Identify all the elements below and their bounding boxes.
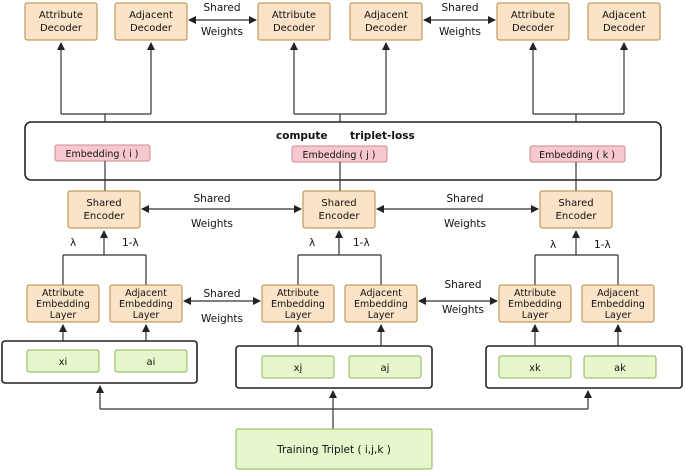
embedding-k	[529, 145, 626, 163]
input-ai	[114, 349, 188, 373]
input-ak-label: ak	[614, 363, 626, 374]
input-xj-label: xj	[294, 363, 303, 374]
training-triplet-box	[235, 428, 433, 470]
adj-emb-i-l2: Embedding	[119, 299, 173, 310]
attribute-decoder-j-label-1: Attribute	[272, 10, 316, 21]
attribute-embedding-layer-k	[498, 284, 572, 323]
shared-encoder-i-label-2: Encoder	[84, 211, 126, 222]
adj-emb-j-l3: Layer	[368, 310, 395, 321]
shared-encoder-k-label-1: Shared	[558, 198, 593, 209]
decoder-weights-label-1: Weights	[201, 26, 243, 38]
embedding-j-label: Embedding ( j )	[303, 150, 376, 161]
embedding-i	[54, 144, 151, 162]
input-xi	[26, 349, 100, 373]
embedding-i-label: Embedding ( i )	[66, 149, 139, 160]
attr-emb-k-l2: Embedding	[508, 299, 562, 310]
attr-emb-j-l1: Attribute	[277, 288, 319, 299]
embedding-weights-label-1: Weights	[201, 313, 243, 325]
adjacent-decoder-j-label-2: Decoder	[365, 23, 408, 34]
attr-emb-k-l3: Layer	[522, 310, 549, 321]
one-minus-lambda-i: 1-λ	[122, 237, 139, 249]
attribute-decoder-i-label-2: Decoder	[40, 23, 83, 34]
attr-emb-i-l3: Layer	[50, 310, 77, 321]
input-xk	[498, 355, 572, 379]
decoder-weights-label-2: Weights	[439, 26, 481, 38]
compute-label: compute	[276, 130, 328, 142]
attr-emb-k-l1: Attribute	[514, 288, 556, 299]
adj-emb-k-l3: Layer	[605, 310, 632, 321]
adjacent-decoder-i-label-1: Adjacent	[129, 10, 173, 21]
shared-encoder-k	[539, 190, 613, 229]
attr-emb-j-l2: Embedding	[271, 299, 325, 310]
decoder-row: Attribute Decoder Adjacent Decoder Attri…	[24, 2, 661, 41]
embedding-k-label: Embedding ( k )	[539, 150, 615, 161]
attribute-embedding-layer-j	[261, 284, 335, 323]
attribute-decoder-k-label-2: Decoder	[512, 23, 555, 34]
embedding-layer-row: Attribute Embedding Layer Adjacent Embed…	[26, 284, 655, 323]
attr-emb-i-l1: Attribute	[42, 288, 84, 299]
adjacent-embedding-layer-k	[581, 284, 655, 323]
adj-emb-j-l1: Adjacent	[360, 288, 402, 299]
attribute-decoder-j-label-2: Decoder	[273, 23, 316, 34]
input-xi-label: xi	[59, 357, 68, 368]
input-aj-label: aj	[381, 363, 390, 374]
triplet-loss-label: triplet-loss	[350, 130, 415, 142]
shared-encoder-j	[302, 190, 376, 229]
shared-encoder-i	[67, 190, 141, 229]
one-minus-lambda-k: 1-λ	[594, 239, 611, 251]
attr-emb-j-l3: Layer	[285, 310, 312, 321]
adjacent-decoder-i-label-2: Decoder	[130, 23, 173, 34]
training-triplet-label: Training Triplet ( i,j,k )	[276, 444, 391, 456]
encoder-shared-label-2: Shared	[447, 193, 484, 205]
embedding-weights-label-2: Weights	[442, 304, 484, 316]
adj-emb-i-l1: Adjacent	[125, 288, 167, 299]
encoder-shared-label-1: Shared	[194, 193, 231, 205]
shared-encoder-j-label-1: Shared	[321, 198, 356, 209]
triplet-to-input-wires	[96, 385, 592, 429]
decoder-shared-label-2: Shared	[442, 2, 479, 14]
attribute-embedding-layer-i	[26, 284, 100, 323]
attribute-decoder-k	[496, 2, 570, 41]
input-aj	[348, 355, 422, 379]
adjacent-decoder-i	[114, 2, 188, 41]
shared-encoder-k-label-2: Encoder	[556, 211, 598, 222]
attribute-decoder-j	[257, 2, 331, 41]
adjacent-decoder-k-label-2: Decoder	[603, 23, 646, 34]
lambda-merge-wires	[62, 230, 619, 285]
adjacent-decoder-j-label-1: Adjacent	[364, 10, 408, 21]
adjacent-decoder-k-label-1: Adjacent	[602, 10, 646, 21]
adj-emb-k-l1: Adjacent	[597, 288, 639, 299]
shared-encoder-i-label-1: Shared	[86, 198, 121, 209]
attribute-decoder-i-label-1: Attribute	[39, 10, 83, 21]
input-xk-label: xk	[529, 363, 541, 374]
encoder-to-embedding-wires	[104, 161, 577, 191]
adjacent-decoder-j	[349, 2, 423, 41]
input-ak	[583, 355, 657, 379]
one-minus-lambda-j: 1-λ	[353, 237, 370, 249]
lambda-i: λ	[70, 237, 76, 249]
lambda-j: λ	[309, 237, 315, 249]
decoder-shared-label-1: Shared	[204, 2, 241, 14]
embedding-shared-label-1: Shared	[204, 288, 241, 300]
adj-emb-i-l3: Layer	[133, 310, 160, 321]
adj-emb-k-l2: Embedding	[591, 299, 645, 310]
encoder-weights-label-1: Weights	[191, 218, 233, 230]
adjacent-decoder-k	[587, 2, 661, 41]
encoder-weights-label-2: Weights	[444, 218, 486, 230]
attr-emb-i-l2: Embedding	[36, 299, 90, 310]
input-xj	[261, 355, 335, 379]
lambda-k: λ	[550, 239, 556, 251]
adjacent-embedding-layer-i	[109, 284, 183, 323]
embedding-shared-label-2: Shared	[445, 279, 482, 291]
attribute-decoder-i	[24, 2, 98, 41]
input-ai-label: ai	[147, 357, 156, 368]
shared-encoder-j-label-2: Encoder	[319, 211, 361, 222]
adj-emb-j-l2: Embedding	[354, 299, 408, 310]
attribute-decoder-k-label-1: Attribute	[511, 10, 555, 21]
adjacent-embedding-layer-j	[344, 284, 418, 323]
